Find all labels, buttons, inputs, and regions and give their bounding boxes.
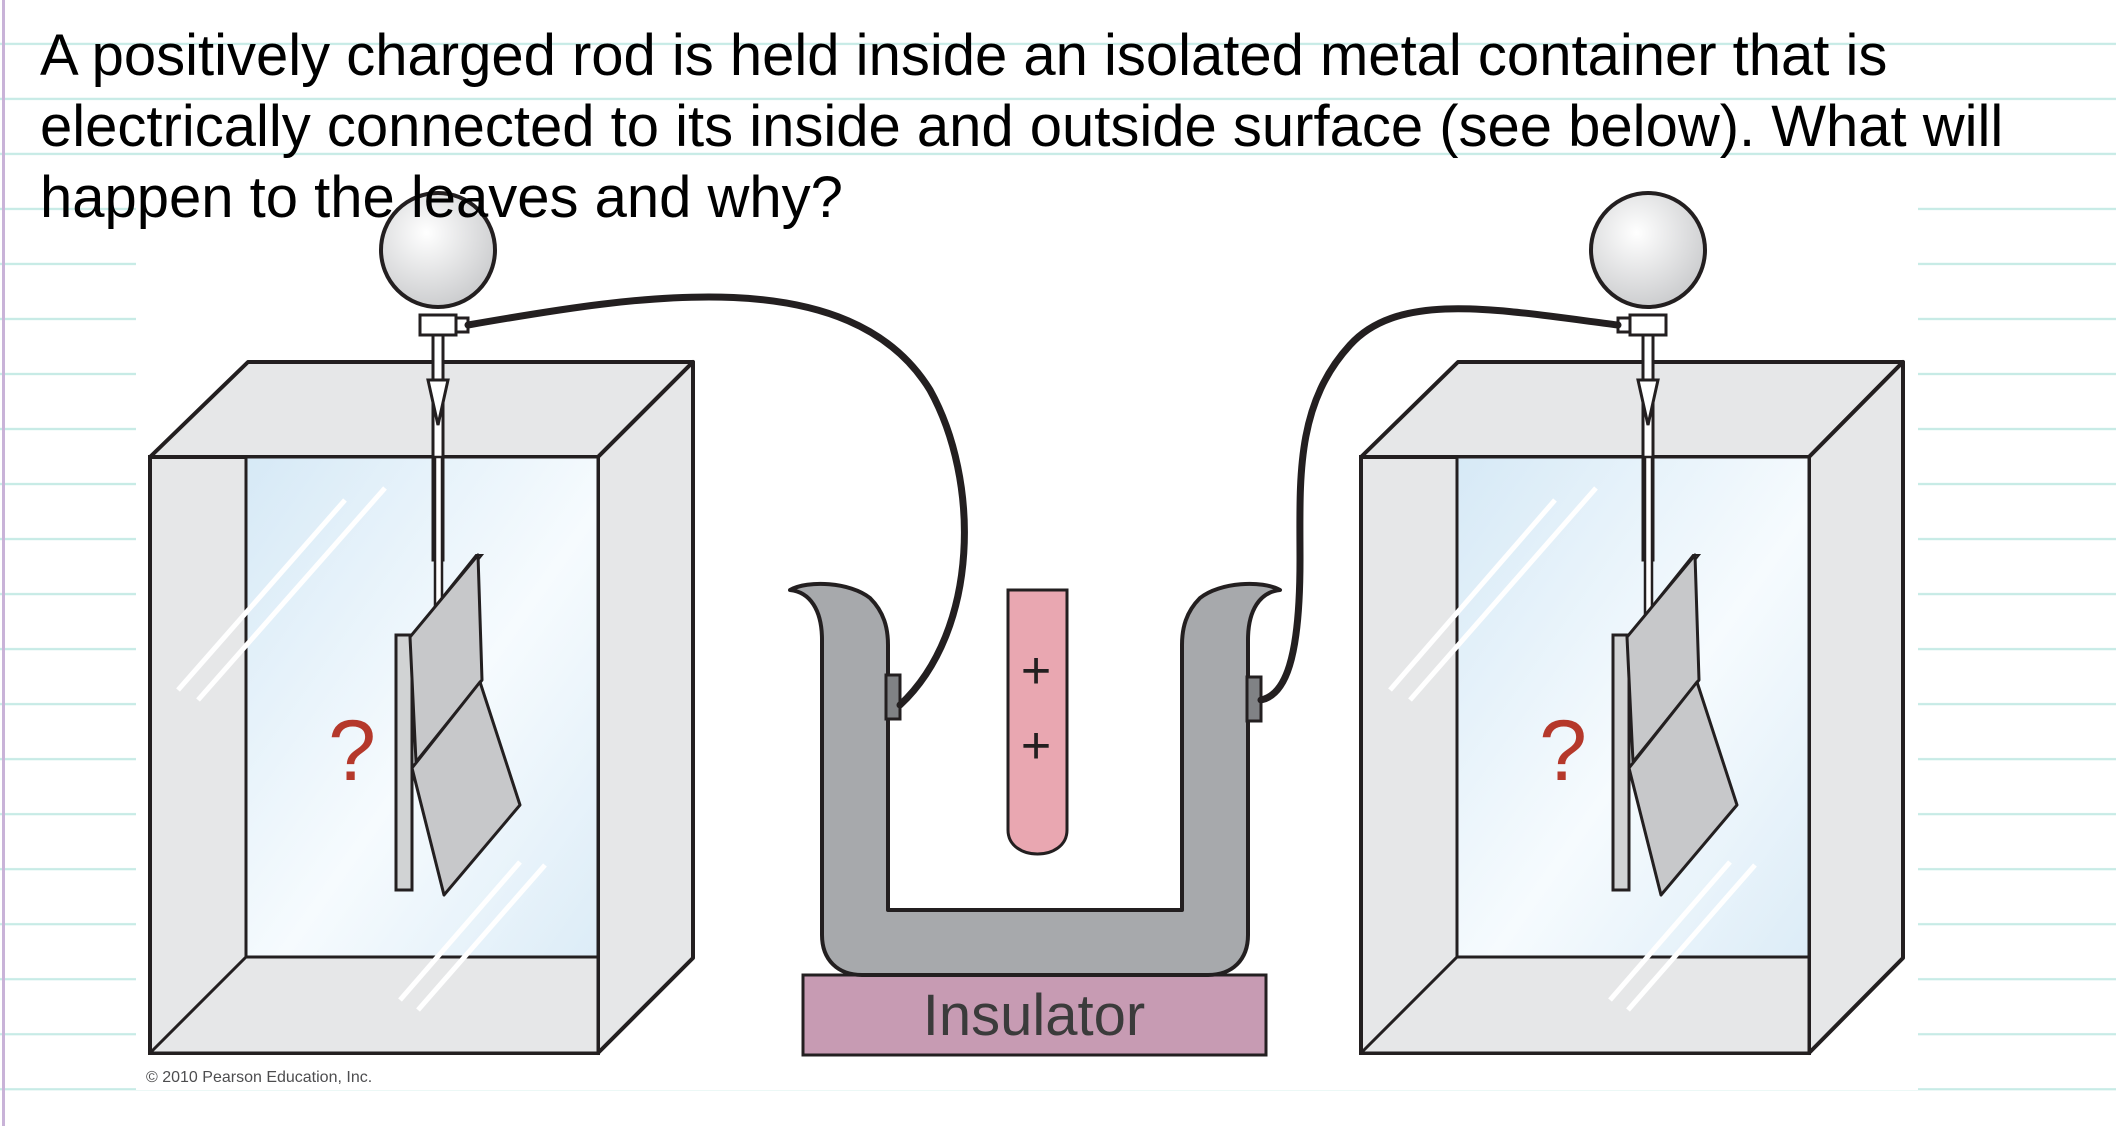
right-glass-glint [1408, 486, 1598, 702]
right-fixed-leaf [1611, 633, 1631, 892]
left-ball [379, 191, 497, 309]
insulator-label: Insulator [923, 983, 1145, 1048]
rod-charge-symbol: + [1021, 717, 1051, 775]
left-box-side [596, 360, 695, 1055]
metal-container: Insulator + + [788, 581, 1282, 1057]
left-electroscope: ? [148, 191, 695, 1055]
right-stem-tip [1636, 378, 1660, 426]
left-question-mark: ? [328, 703, 376, 799]
right-collar [1628, 313, 1668, 337]
left-wire [464, 293, 968, 709]
right-box-floor [1359, 955, 1811, 1055]
left-box-floor [148, 955, 600, 1055]
left-glass-glint [416, 863, 547, 1012]
left-stem-tip [426, 378, 450, 426]
right-electroscope: ? [1359, 191, 1905, 1055]
notebook-margin-line [2, 0, 5, 1126]
right-glass-glint [1608, 860, 1732, 1002]
rod-charge-symbol: + [1021, 642, 1051, 700]
right-question-mark: ? [1539, 703, 1587, 799]
left-glass-glint [176, 498, 347, 692]
right-glass-glint [1626, 863, 1757, 1012]
left-fixed-leaf [394, 633, 414, 892]
right-hanging-leaf [1627, 680, 1739, 897]
right-upper-leaf [1625, 553, 1701, 764]
left-hanging-leaf [410, 680, 522, 897]
right-ball [1589, 191, 1707, 309]
right-wire [1257, 305, 1622, 704]
charged-rod [1006, 588, 1069, 856]
right-inner-rod [1643, 455, 1654, 619]
left-glass-glint [196, 486, 387, 702]
question-text: A positively charged rod is held inside … [40, 23, 2004, 230]
left-upper-leaf [408, 553, 484, 764]
metal-container-body [788, 581, 1282, 977]
left-inner-rod [433, 455, 444, 619]
left-collar [418, 313, 458, 337]
left-glass-glint [398, 860, 522, 1002]
right-glass-glint [1388, 498, 1557, 692]
copyright-notice: © 2010 Pearson Education, Inc. [146, 1069, 372, 1086]
insulator-base [801, 973, 1268, 1057]
left-connector-tab [884, 673, 902, 721]
right-box-side [1807, 360, 1905, 1055]
